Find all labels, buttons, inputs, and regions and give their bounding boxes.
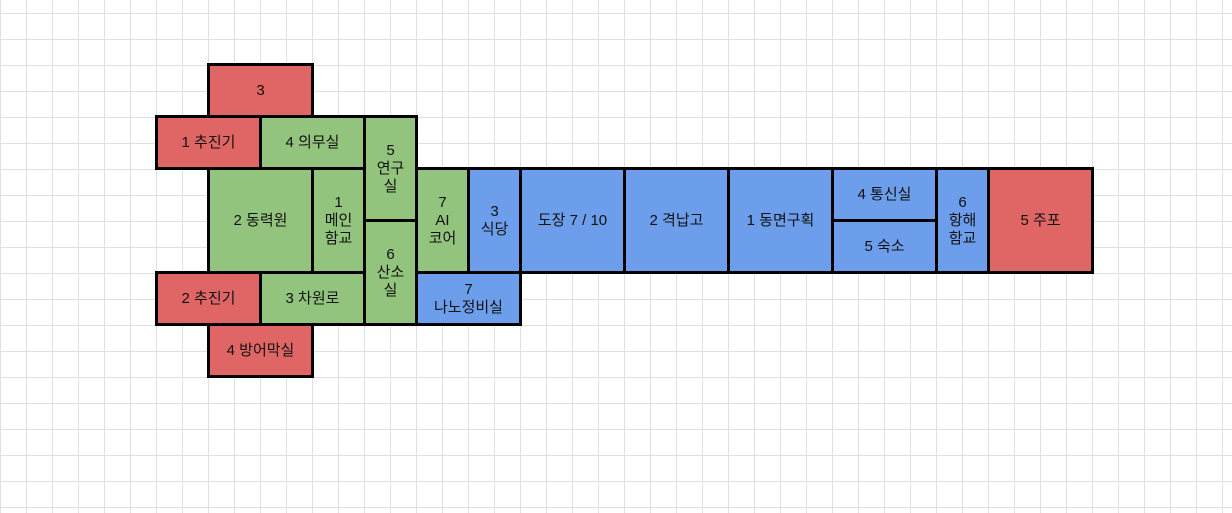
- room-research-lab[interactable]: 5 연구 실: [363, 115, 418, 222]
- room-nano-repair[interactable]: 7 나노정비실: [415, 271, 522, 326]
- room-label: 1 메인 함교: [324, 193, 353, 247]
- room-dojo[interactable]: 도장 7 / 10: [519, 167, 626, 274]
- room-power-source[interactable]: 2 동력원: [207, 167, 314, 274]
- room-label: 2 격납고: [649, 211, 704, 229]
- room-label: 6 항해 함교: [948, 193, 977, 247]
- room-comms[interactable]: 4 통신실: [831, 167, 938, 222]
- room-label: 3 식당: [480, 202, 509, 238]
- room-thruster-1[interactable]: 1 추진기: [155, 115, 262, 170]
- room-label: 7 나노정비실: [433, 280, 503, 316]
- room-label: 5 연구 실: [376, 141, 405, 195]
- room-thruster-2[interactable]: 2 추진기: [155, 271, 262, 326]
- room-label: 2 동력원: [233, 211, 288, 229]
- room-main-cannon[interactable]: 5 주포: [987, 167, 1094, 274]
- room-label: 5 숙소: [864, 237, 905, 255]
- room-label: 도장 7 / 10: [537, 211, 608, 229]
- room-nav-bridge[interactable]: 6 항해 함교: [935, 167, 990, 274]
- room-dimension-reactor[interactable]: 3 차원로: [259, 271, 366, 326]
- room-weapon-3[interactable]: 3: [207, 63, 314, 118]
- room-label: 4 의무실: [285, 133, 340, 151]
- room-label: 5 주포: [1020, 211, 1061, 229]
- room-label: 1 동면구획: [746, 211, 815, 229]
- room-label: 7 AI 코어: [428, 193, 457, 247]
- room-shield[interactable]: 4 방어막실: [207, 323, 314, 378]
- room-label: 2 추진기: [181, 289, 236, 307]
- room-main-bridge[interactable]: 1 메인 함교: [311, 167, 366, 274]
- room-cryo[interactable]: 1 동면구획: [727, 167, 834, 274]
- room-medbay[interactable]: 4 의무실: [259, 115, 366, 170]
- room-label: 6 산소 실: [376, 245, 405, 299]
- room-label: 4 방어막실: [226, 341, 295, 359]
- room-label: 3 차원로: [285, 289, 340, 307]
- room-label: 4 통신실: [857, 185, 912, 203]
- room-oxygen[interactable]: 6 산소 실: [363, 219, 418, 326]
- room-ai-core[interactable]: 7 AI 코어: [415, 167, 470, 274]
- room-quarters[interactable]: 5 숙소: [831, 219, 938, 274]
- room-cafeteria[interactable]: 3 식당: [467, 167, 522, 274]
- room-hangar[interactable]: 2 격납고: [623, 167, 730, 274]
- room-label: 3: [256, 81, 265, 99]
- room-label: 1 추진기: [181, 133, 236, 151]
